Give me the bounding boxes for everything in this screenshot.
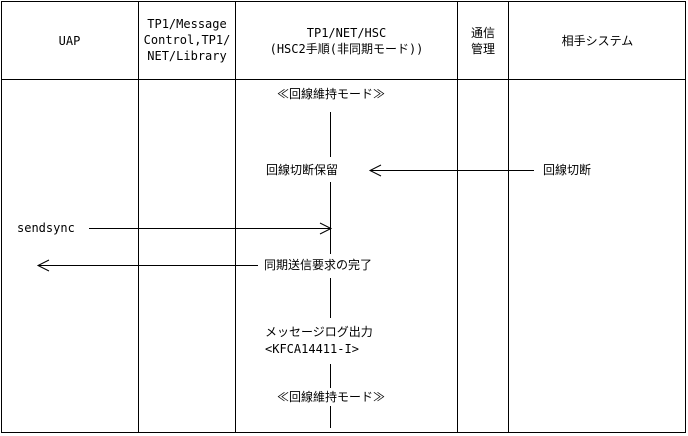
sendsync-arrow: [89, 222, 333, 235]
header-tp1-net-hsc: TP1/NET/HSC (HSC2手順(非同期モード)): [269, 26, 424, 56]
sendsync-label: sendsync: [17, 221, 75, 235]
disconnect-arrow: [368, 164, 534, 177]
line-keep-mode-top: ≪回線維持モード≫: [276, 87, 386, 101]
line-disconnect-label: 回線切断: [543, 163, 592, 177]
header-remote-system: 相手システム: [561, 34, 634, 48]
line-disconnect-hold: 回線切断保留: [266, 163, 339, 177]
line-keep-mode-bottom: ≪回線維持モード≫: [276, 390, 386, 404]
sync-complete-arrow: [36, 259, 258, 272]
header-tp1-message-control: TP1/Message Control,TP1/ NET/Library: [143, 17, 231, 63]
message-id-label: <KFCA14411-I>: [265, 342, 359, 356]
sync-send-complete-label: 同期送信要求の完了: [264, 258, 373, 272]
message-log-output-label: メッセージログ出力: [265, 325, 373, 339]
header-comm-mgmt: 通信 管理: [470, 26, 495, 56]
header-uap: UAP: [58, 34, 81, 48]
